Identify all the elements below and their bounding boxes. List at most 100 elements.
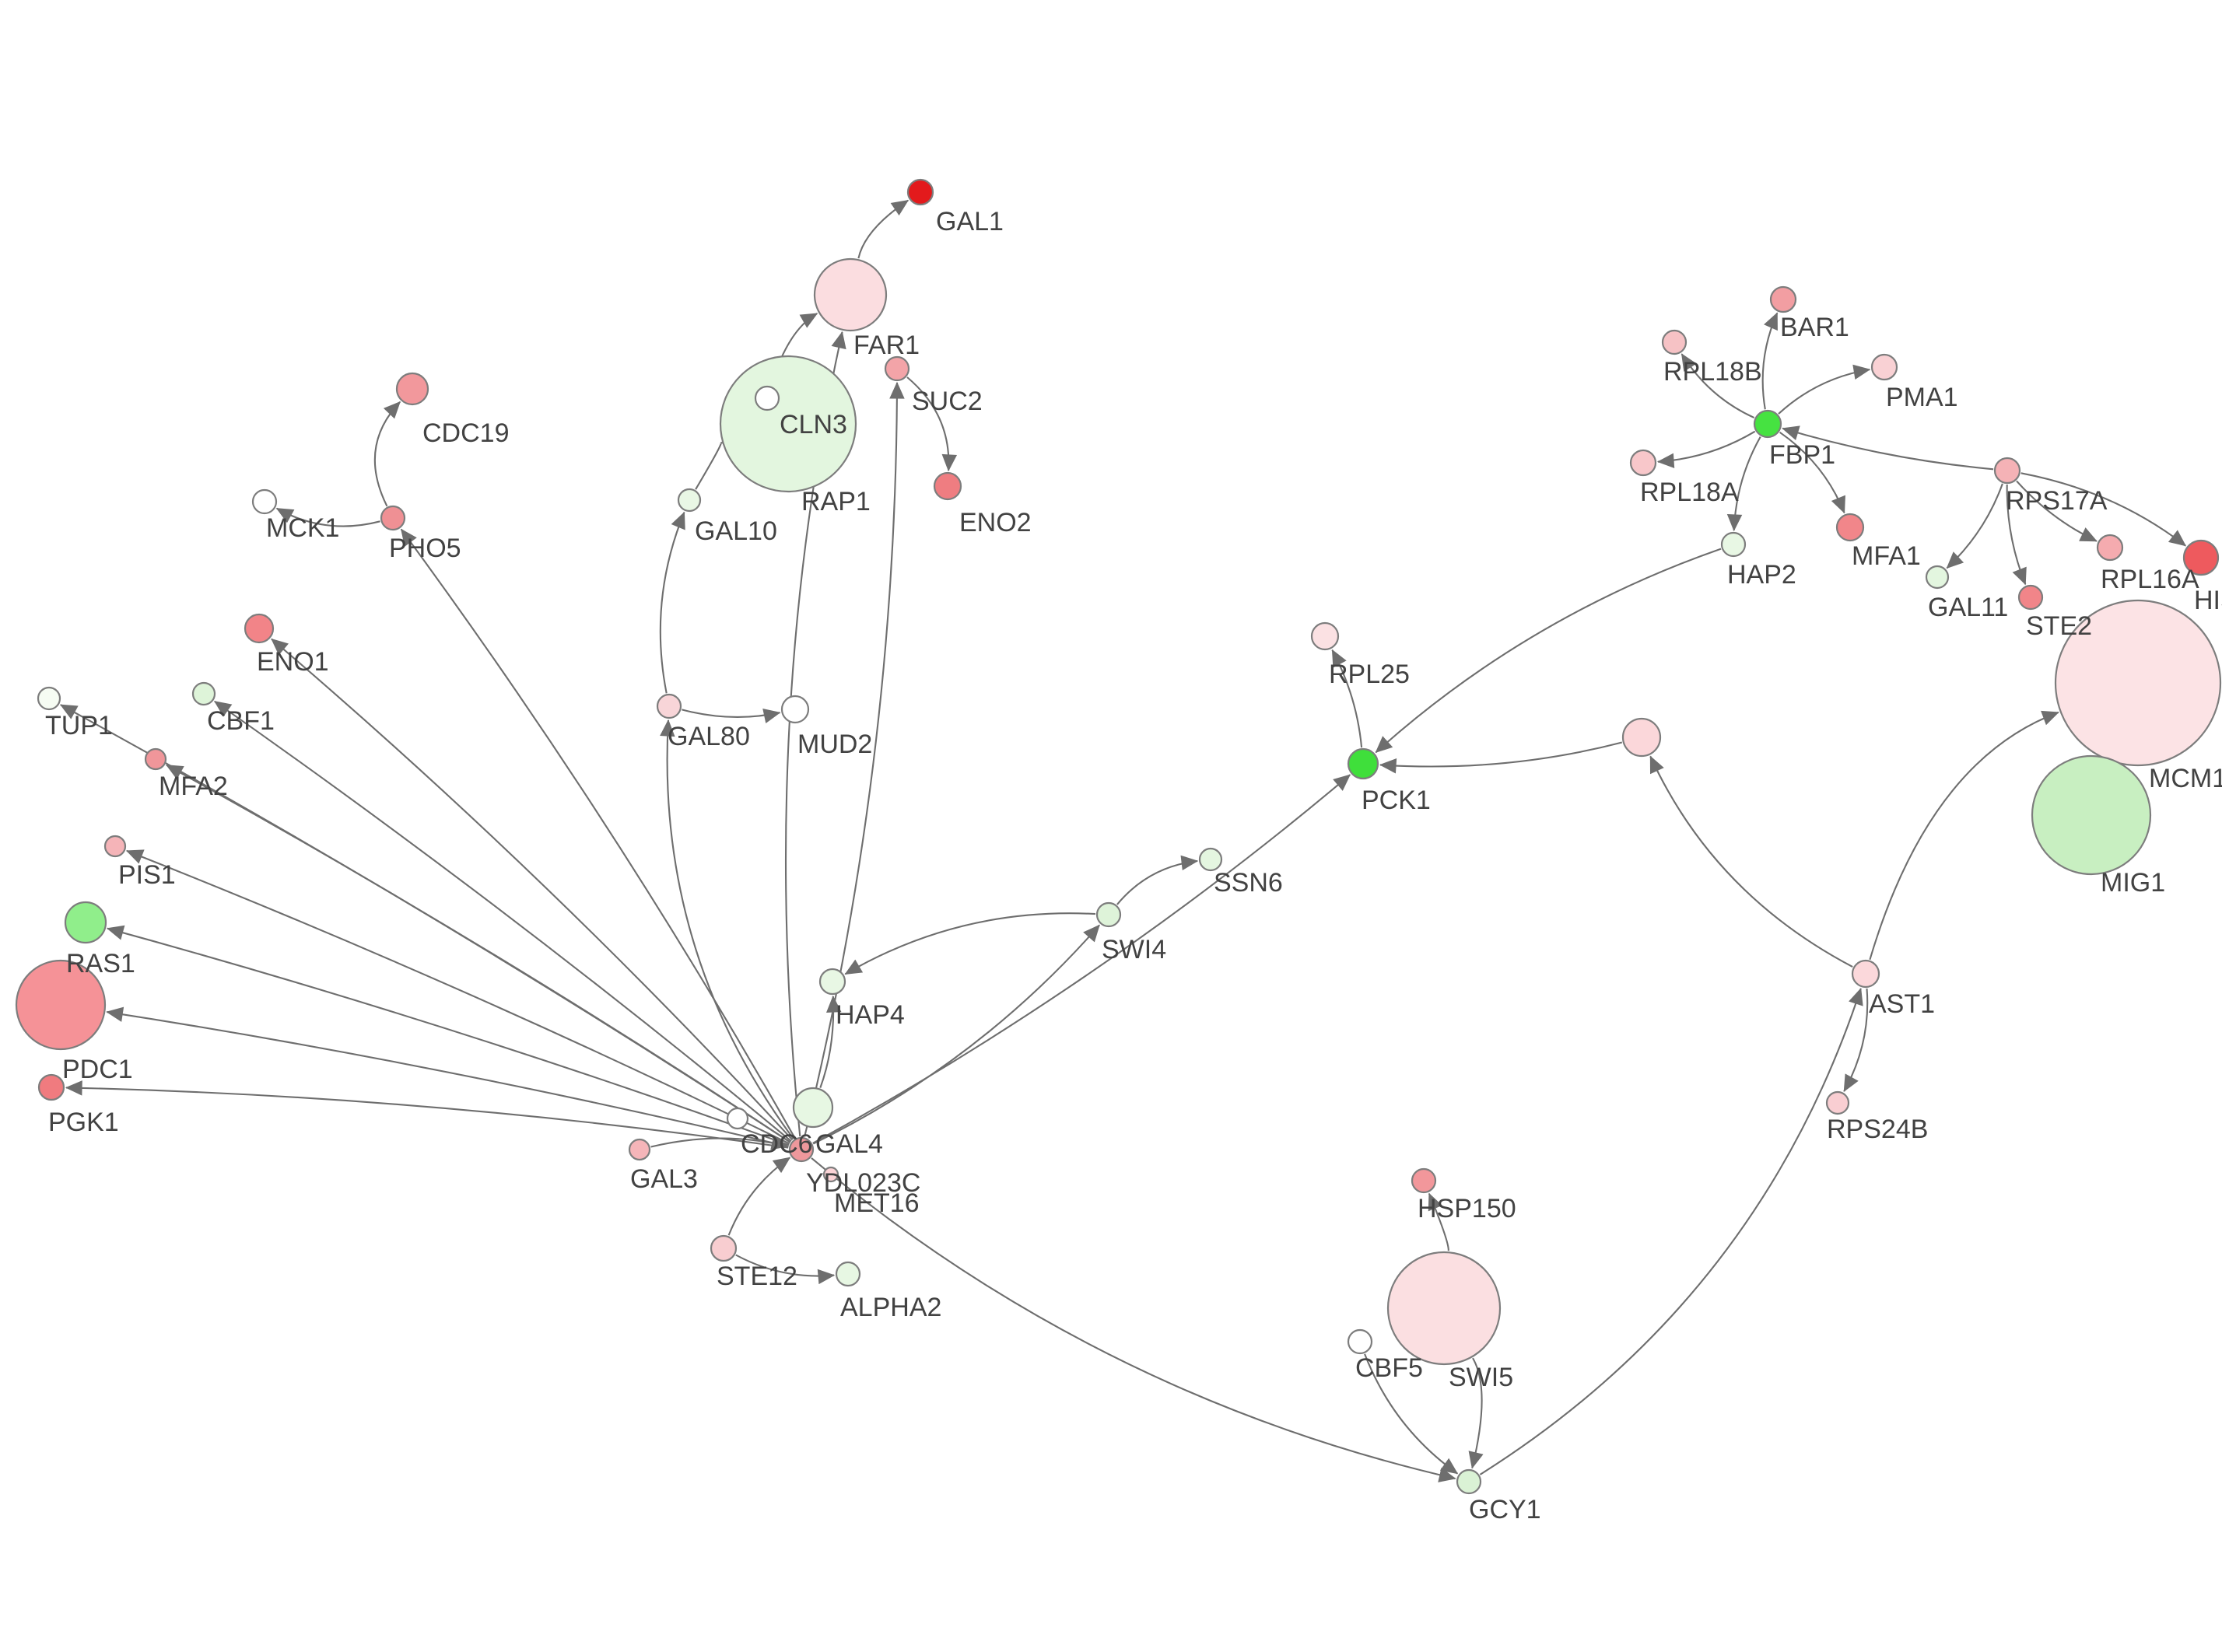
edge-ydl023c-gcy1[interactable] [811,1157,1456,1482]
edge-fbp1-pma1[interactable] [1778,364,1871,415]
node-gal10[interactable] [677,488,702,513]
node-far1[interactable] [813,257,888,332]
node-hsp150[interactable] [1411,1167,1437,1194]
node-ste2[interactable] [2017,584,2044,611]
edge-fbp1-bar1[interactable] [1761,312,1779,410]
node-tup1[interactable] [37,686,61,711]
node-gcy1[interactable] [1456,1468,1482,1495]
node-rpl18b[interactable] [1661,329,1688,355]
node-hap4[interactable] [818,968,846,996]
node-pho5[interactable] [380,505,406,531]
node-ydl023c[interactable] [788,1136,815,1163]
node-pdc1[interactable] [15,959,107,1051]
node-ssn6[interactable] [1198,847,1223,872]
node-ras1[interactable] [64,901,107,944]
edge-rps17a-his4[interactable] [2020,472,2187,547]
node-mck1[interactable] [251,488,278,515]
node-pgk1[interactable] [37,1073,65,1101]
node-cbf1[interactable] [191,681,216,706]
edge-swi4-hap4[interactable] [844,912,1096,975]
node-rps24b[interactable] [1825,1090,1850,1115]
edge-ydl023c-eno1[interactable] [271,638,794,1141]
edge-cbf5-gcy1[interactable] [1364,1353,1459,1475]
node-mud2[interactable] [780,695,810,724]
node-cdc6[interactable] [726,1107,749,1130]
edge-ste12-alpha2[interactable] [735,1254,836,1285]
edge-swi4-ssn6[interactable] [1116,855,1199,905]
edge-pck1-rpl25[interactable] [1331,649,1363,748]
node-cbf5[interactable] [1347,1328,1373,1355]
node-mfa2[interactable] [144,747,167,771]
edge-ydl023c-pdc1[interactable] [106,1006,789,1148]
node-gal11[interactable] [1925,565,1950,590]
node-pck1[interactable] [1347,747,1379,780]
node-suc2[interactable] [884,355,910,382]
node-his4[interactable] [2182,539,2220,576]
edge-ste12-ydl023c[interactable] [727,1157,791,1236]
edge-ydl023c-swi4[interactable] [812,924,1100,1145]
node-ast1[interactable] [1851,959,1880,989]
edge-suc2-eno2[interactable] [906,376,958,472]
node-met16[interactable] [822,1166,839,1183]
edge-ydl023c-gal80[interactable] [660,719,794,1139]
edge-pho5-cdc19[interactable] [373,401,401,507]
edge-gal80-mud2[interactable] [682,708,781,724]
edge-gcy1-ast1[interactable] [1479,987,1863,1475]
edge-ast1-rps24b[interactable] [1843,988,1869,1093]
edge-tf1-pck1[interactable] [1379,741,1623,774]
edge-rps17a-ste2[interactable] [2006,484,2027,586]
node-eno2[interactable] [933,471,962,501]
edge-pho5-mck1[interactable] [275,507,380,527]
edge-ydl023c-pho5[interactable] [400,528,796,1139]
edge-gal3-ydl023c[interactable] [650,1135,789,1150]
node-alpha2[interactable] [835,1261,861,1287]
node-swi4[interactable] [1095,901,1122,928]
edge-fbp1-rpl18a[interactable] [1656,430,1756,469]
edge-gal80-gal10[interactable] [659,511,685,694]
node-mfa1[interactable] [1835,513,1865,542]
edge-fbp1-hap2[interactable] [1726,436,1761,532]
node-rps17a[interactable] [1993,457,2021,485]
edge-rps17a-gal11[interactable] [1946,483,2003,569]
node-rpl25[interactable] [1310,621,1340,651]
edge-ydl023c-tup1[interactable] [59,704,791,1143]
edge-rps17a-rpl16a[interactable] [2016,480,2098,542]
edge-ydl023c-pgk1[interactable] [65,1080,789,1149]
node-cdc19[interactable] [395,372,429,406]
node-fbp1[interactable] [1753,409,1782,439]
node-bar1[interactable] [1769,285,1797,313]
edge-ast1-tf1[interactable] [1649,755,1853,968]
node-pis1[interactable] [103,835,127,858]
edge-ydl023c-mfa2[interactable] [166,764,791,1143]
edge-fbp1-rpl18b[interactable] [1681,353,1755,419]
node-rap1[interactable] [719,355,857,493]
edge-ydl023c-suc2[interactable] [804,381,905,1137]
edge-ydl023c-pck1[interactable] [812,774,1351,1144]
node-rpl18a[interactable] [1629,449,1657,477]
edge-gal4-hap4[interactable] [819,995,842,1088]
edge-ydl023c-ras1[interactable] [106,925,790,1146]
node-cln3[interactable] [754,385,780,411]
node-gal1[interactable] [906,178,934,206]
node-gal4[interactable] [792,1087,834,1129]
node-eno1[interactable] [244,613,275,644]
edge-rps17a-fbp1[interactable] [1782,425,1994,471]
edge-ydl023c-pis1[interactable] [125,849,790,1145]
edge-swi5-hsp150[interactable] [1428,1192,1449,1251]
node-gal3[interactable] [628,1138,651,1161]
node-hap2[interactable] [1720,531,1747,558]
edge-gal10-rap1[interactable] [695,431,738,490]
node-ste12[interactable] [710,1234,738,1262]
node-mig1[interactable] [2031,754,2152,876]
node-pma1[interactable] [1870,353,1898,381]
node-mcm1[interactable] [2054,599,2222,767]
edge-ast1-mcm1[interactable] [1869,710,2059,961]
edge-hap2-pck1[interactable] [1375,548,1722,754]
node-rpl16a[interactable] [2096,534,2124,562]
edge-swi5-gcy1[interactable] [1468,1357,1484,1469]
node-tf1[interactable] [1621,717,1662,758]
edge-far1-gal1[interactable] [857,199,909,259]
node-gal80[interactable] [656,693,682,719]
edge-ydl023c-cbf1[interactable] [214,700,792,1143]
node-swi5[interactable] [1386,1251,1502,1366]
